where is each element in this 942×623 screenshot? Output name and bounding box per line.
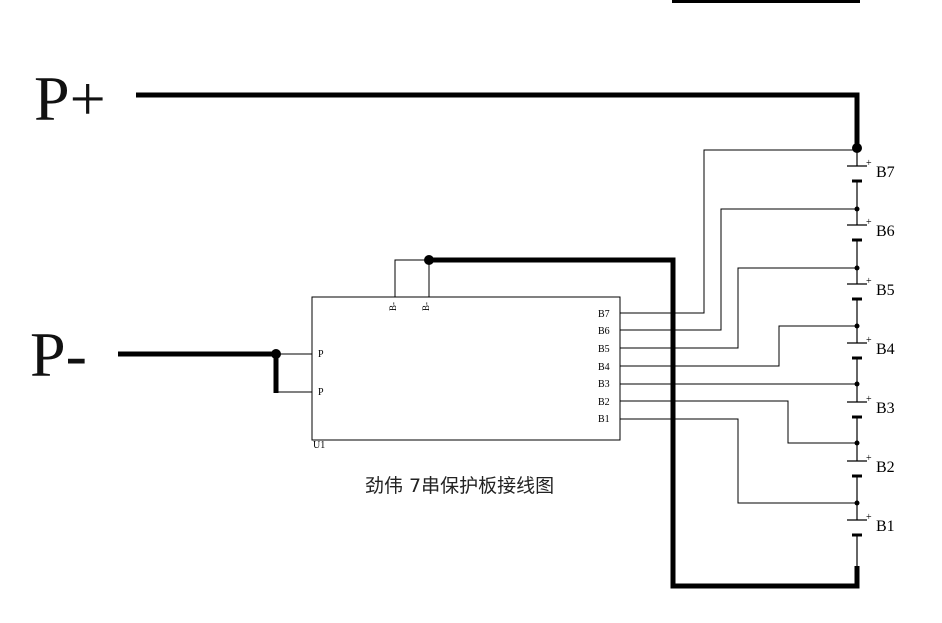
cell-b3: + B3: [847, 394, 895, 419]
board-pin-b4: B4: [598, 362, 610, 373]
board-pin-p-lower: P: [318, 387, 324, 398]
balance-lead-b2: [620, 400, 857, 444]
battery-node-dots: [854, 206, 860, 506]
balance-lead-b5: [620, 267, 857, 349]
board-pin-b3: B3: [598, 379, 610, 390]
cell-b4: + B4: [847, 335, 895, 360]
board-pin-bminus-1: B-: [388, 302, 398, 311]
svg-text:B6: B6: [876, 223, 895, 240]
board-pin-b2: B2: [598, 397, 610, 408]
cell-b7: + B7: [847, 158, 895, 183]
svg-text:+: +: [866, 158, 872, 169]
board-pin-bminus-2: B-: [421, 302, 431, 311]
balance-leads: [620, 149, 857, 504]
b-minus-leads: [394, 259, 430, 297]
cell-b2: + B2: [847, 453, 895, 478]
svg-text:+: +: [866, 512, 872, 523]
b-minus-wire: [429, 257, 860, 589]
svg-text:B3: B3: [876, 400, 895, 417]
p-plus-wire: [136, 92, 860, 148]
svg-text:+: +: [866, 394, 872, 405]
cell-b5: + B5: [847, 276, 895, 301]
board-pin-b7: B7: [598, 309, 610, 320]
balance-lead-b4: [620, 325, 857, 367]
board-pin-p-upper: P: [318, 349, 324, 360]
balance-lead-b6: [620, 208, 857, 331]
board-pin-b6: B6: [598, 326, 610, 337]
svg-text:B5: B5: [876, 282, 895, 299]
p-minus-label: P-: [30, 319, 87, 390]
balance-lead-b1: [620, 418, 857, 504]
cell-b1: + B1: [847, 512, 895, 537]
board-pin-b1: B1: [598, 414, 610, 425]
board-designator: U1: [313, 440, 325, 451]
p-minus-wire: [118, 351, 279, 393]
cell-b6: + B6: [847, 217, 895, 242]
protection-board: [311, 296, 621, 441]
b-minus-junction: [424, 255, 434, 265]
p-plus-label: P+: [34, 63, 106, 134]
svg-text:B4: B4: [876, 341, 895, 358]
svg-text:+: +: [866, 217, 872, 228]
svg-text:B7: B7: [876, 164, 895, 181]
svg-text:+: +: [866, 276, 872, 287]
p-pin-leads: [276, 353, 312, 393]
balance-lead-b7: [620, 149, 857, 314]
board-pin-b5: B5: [598, 344, 610, 355]
diagram-caption: 劲伟 7串保护板接线图: [365, 475, 554, 497]
svg-text:B1: B1: [876, 518, 895, 535]
svg-text:+: +: [866, 453, 872, 464]
svg-text:B2: B2: [876, 459, 895, 476]
svg-text:+: +: [866, 335, 872, 346]
